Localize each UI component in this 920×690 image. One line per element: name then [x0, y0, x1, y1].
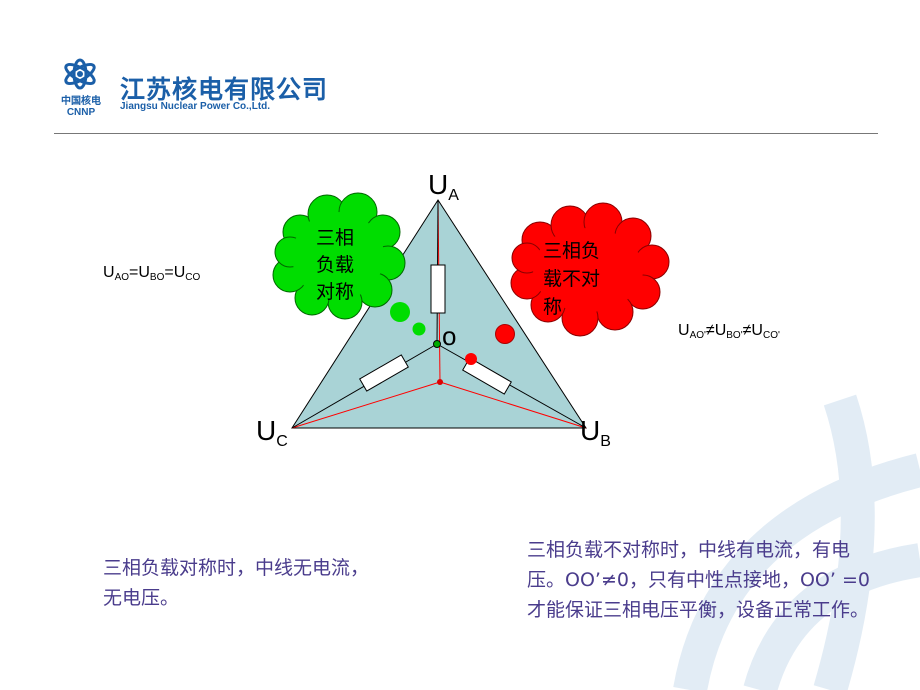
- vertex-label-ub-sub: B: [600, 433, 611, 450]
- neutral-point-o: [433, 340, 441, 348]
- balanced-note: 三相负载对称时，中线无电流，无电压。: [103, 557, 370, 609]
- unbalanced-ball-1: [495, 324, 515, 344]
- vertex-label-ua-main: U: [428, 169, 449, 200]
- unbalanced-voltage-formula: UAO'≠UBO'≠UCO': [678, 322, 780, 341]
- unbalanced-ball-2: [465, 353, 477, 365]
- balanced-ball-2: [412, 322, 426, 336]
- balanced-cloud-line-1: 三相: [315, 227, 354, 249]
- unbalanced-cloud-line-2: 载不对: [543, 268, 601, 290]
- resistor-a: [430, 264, 446, 314]
- cnnp-atom-logo-icon: [64, 58, 96, 90]
- unbalanced-note: 三相负载不对称时，中线有电流，有电压。OO’≠0，只有中性点接地，OO’ =0才…: [527, 539, 870, 621]
- vertex-label-uc-main: U: [256, 415, 277, 446]
- header-divider: [54, 133, 878, 134]
- vertex-label-uc: UC: [256, 417, 288, 450]
- vertex-label-ub: UB: [580, 417, 611, 450]
- brand-mark-cn: 中国核电: [61, 96, 101, 107]
- resistor-b: [462, 357, 512, 395]
- vertex-label-uc-sub: C: [276, 433, 288, 450]
- balanced-cloud-label: 三相 负载 对称: [305, 225, 365, 306]
- company-name-en: Jiangsu Nuclear Power Co.,Ltd.: [120, 101, 271, 112]
- balanced-cloud-line-3: 对称: [315, 281, 354, 303]
- neutral-point-o-prime: [437, 379, 443, 385]
- balanced-cloud-line-2: 负载: [315, 254, 354, 276]
- unbalanced-cloud: [510, 202, 670, 337]
- brand-mark-en: CNNP: [66, 107, 96, 118]
- balanced-ball-1: [390, 302, 410, 322]
- balanced-cloud: [272, 192, 406, 320]
- vertex-label-ub-main: U: [580, 415, 601, 446]
- unbalanced-cloud-line-1: 三相负: [543, 240, 601, 262]
- balanced-voltage-formula: UAO=UBO=UCO: [103, 264, 201, 283]
- vertex-label-ua: UA: [428, 171, 459, 204]
- neutral-label-o: o: [442, 321, 457, 351]
- vertex-label-ua-sub: A: [448, 187, 459, 204]
- resistor-c: [359, 354, 409, 392]
- unbalanced-cloud-line-3: 称: [543, 296, 563, 318]
- unbalanced-cloud-label: 三相负 载不对 称: [543, 237, 623, 321]
- company-name-cn: 江苏核电有限公司: [120, 75, 329, 104]
